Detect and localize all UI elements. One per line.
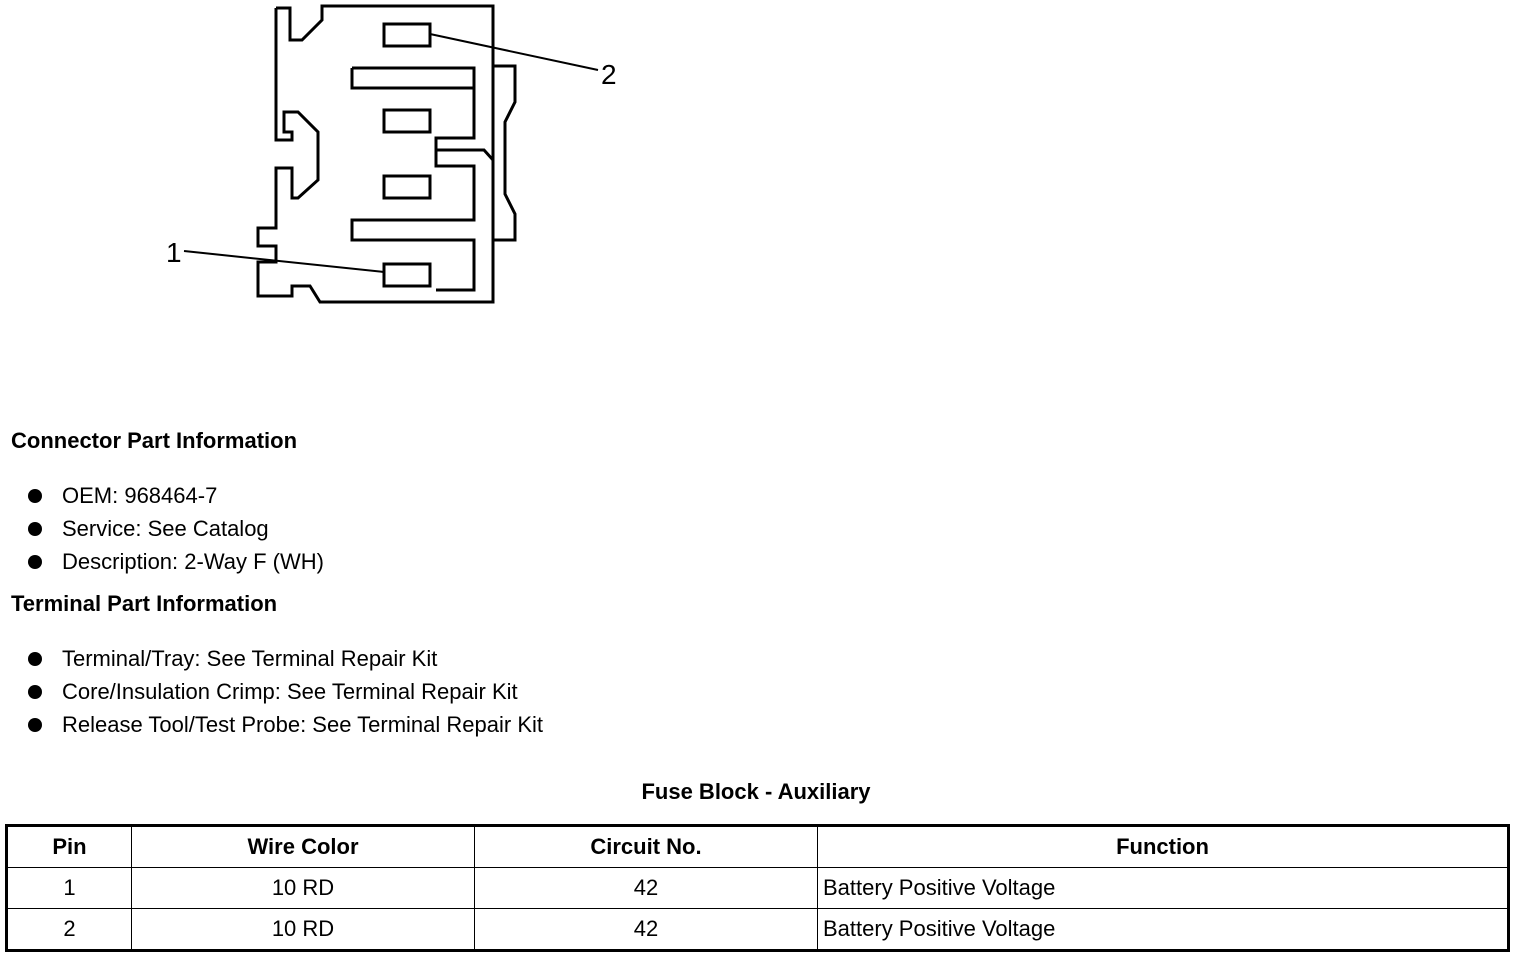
pin-cell: 1	[6, 867, 132, 909]
bullet-icon	[28, 651, 42, 666]
table-header-row: Pin Wire Color Circuit No. Function	[6, 825, 1509, 868]
table-row: 2 10 RD 42 Battery Positive Voltage	[6, 908, 1509, 951]
terminal-info-heading: Terminal Part Information	[11, 591, 278, 616]
wire-color-cell: 10 RD	[131, 908, 475, 951]
callout-label-1: 1	[166, 237, 182, 268]
terminal-cavity	[382, 108, 432, 134]
column-header-circuit-no: Circuit No.	[474, 825, 818, 868]
connector-description: Description: 2-Way F (WH)	[62, 549, 324, 574]
bullet-icon	[28, 554, 42, 569]
connector-service: Service: See Catalog	[62, 516, 269, 541]
list-item: Core/Insulation Crimp: See Terminal Repa…	[28, 675, 543, 708]
terminal-cavity	[382, 174, 432, 200]
circuit-cell: 42	[474, 908, 818, 951]
function-cell: Battery Positive Voltage	[817, 908, 1509, 951]
list-item: Service: See Catalog	[28, 512, 324, 545]
bullet-icon	[28, 684, 42, 699]
connector-latch	[436, 148, 495, 162]
column-header-wire-color: Wire Color	[131, 825, 475, 868]
list-item: OEM: 968464-7	[28, 479, 324, 512]
circuit-cell: 42	[474, 867, 818, 909]
pin-cell: 2	[6, 908, 132, 951]
column-header-function: Function	[817, 825, 1509, 868]
connector-diagram: 2 1	[166, 4, 617, 304]
function-cell: Battery Positive Voltage	[817, 867, 1509, 909]
callout-leader-1	[183, 250, 385, 273]
list-item: Release Tool/Test Probe: See Terminal Re…	[28, 708, 543, 741]
wire-color-cell: 10 RD	[131, 867, 475, 909]
terminal-tray: Terminal/Tray: See Terminal Repair Kit	[62, 646, 438, 671]
terminal-cavity-1	[382, 262, 432, 288]
bullet-icon	[28, 521, 42, 536]
terminal-cavity-2	[382, 22, 432, 48]
connector-housing-outline	[256, 8, 517, 304]
table-title: Fuse Block - Auxiliary	[641, 779, 871, 804]
connector-inner-channel	[350, 66, 476, 292]
connector-info-heading: Connector Part Information	[11, 428, 298, 453]
connector-info-list: OEM: 968464-7 Service: See Catalog Descr…	[28, 479, 324, 578]
callout-label-2: 2	[601, 59, 617, 90]
callout-leader-2	[429, 33, 599, 71]
bullet-icon	[28, 717, 42, 732]
terminal-crimp: Core/Insulation Crimp: See Terminal Repa…	[62, 679, 518, 704]
connector-inner-wall	[350, 68, 474, 90]
list-item: Terminal/Tray: See Terminal Repair Kit	[28, 642, 543, 675]
bullet-icon	[28, 488, 42, 503]
pinout-table: Pin Wire Color Circuit No. Function 1 10…	[5, 824, 1510, 952]
list-item: Description: 2-Way F (WH)	[28, 545, 324, 578]
terminal-info-list: Terminal/Tray: See Terminal Repair Kit C…	[28, 642, 543, 741]
connector-housing-top	[276, 4, 495, 66]
table-row: 1 10 RD 42 Battery Positive Voltage	[6, 867, 1509, 909]
connector-oem: OEM: 968464-7	[62, 483, 218, 508]
terminal-release-tool: Release Tool/Test Probe: See Terminal Re…	[62, 712, 543, 737]
column-header-pin: Pin	[6, 825, 132, 868]
